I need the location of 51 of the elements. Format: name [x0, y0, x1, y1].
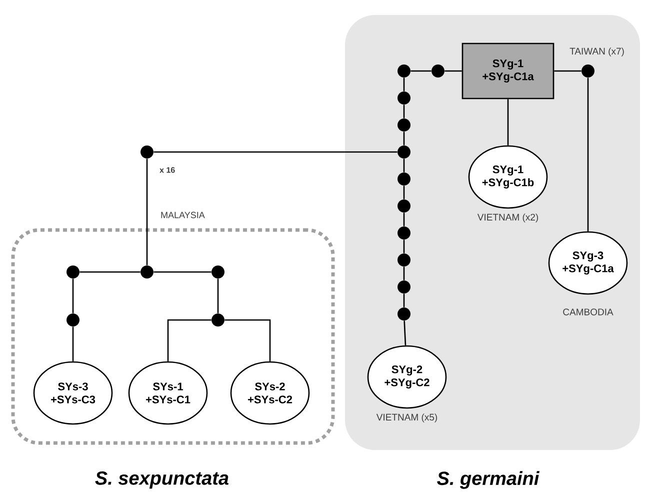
connector-line — [444, 70, 462, 72]
dot — [398, 64, 410, 78]
location-label: CAMBODIA — [563, 308, 614, 316]
connector-line — [146, 158, 148, 266]
connector-line — [403, 212, 405, 226]
connector-line — [72, 278, 74, 314]
dot — [140, 146, 154, 158]
connector-line — [154, 271, 212, 273]
connector-line — [404, 320, 406, 346]
dot — [582, 64, 594, 78]
connector-line — [403, 78, 405, 92]
dot — [398, 226, 410, 240]
species-title: S. sexpunctata — [95, 471, 228, 489]
connector-line — [224, 319, 271, 362]
dot — [212, 314, 224, 326]
location-label: VIETNAM (x5) — [376, 414, 438, 422]
connector-line — [403, 240, 405, 254]
connector-line — [403, 104, 405, 118]
dot — [398, 254, 410, 266]
location-label: VIETNAM (x2) — [477, 214, 538, 222]
dot — [212, 266, 224, 278]
connector-line — [507, 99, 509, 146]
dot — [398, 280, 410, 294]
connector-line — [72, 326, 74, 362]
dot — [66, 314, 80, 326]
connector-line — [217, 278, 219, 314]
location-label: MALAYSIA — [161, 212, 205, 218]
location-label: TAIWAN (x7) — [570, 48, 624, 56]
connector-line — [154, 151, 398, 153]
connector-line — [410, 70, 432, 72]
connector-line — [403, 266, 405, 280]
connector-line — [80, 271, 140, 273]
dot — [398, 118, 410, 132]
dot — [398, 146, 410, 158]
dot — [398, 308, 410, 320]
connector-line — [403, 132, 405, 146]
dot — [66, 266, 80, 278]
species-title: S. germaini — [437, 471, 540, 489]
dot — [398, 172, 410, 186]
dot — [140, 266, 154, 278]
connector-line — [167, 319, 212, 362]
dot — [432, 64, 444, 78]
mutation-count: x 16 — [160, 167, 175, 173]
dot — [398, 200, 410, 212]
connector-line — [403, 294, 405, 308]
connector-line — [403, 158, 405, 172]
connector-line — [554, 70, 582, 72]
connector-line — [403, 186, 405, 200]
connector-line — [587, 78, 589, 232]
haplotype-box: SYg-1 +SYg-C1a — [462, 42, 554, 100]
dot — [398, 92, 410, 104]
